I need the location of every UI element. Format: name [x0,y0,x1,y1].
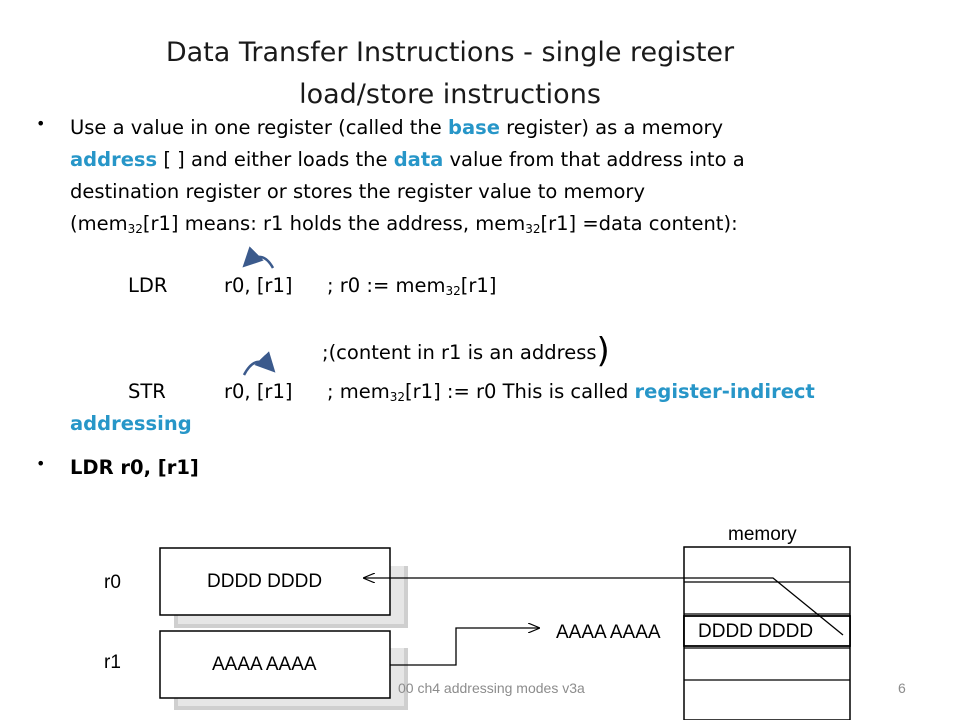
bullet1-line4-c: [r1] =data content): [540,212,738,235]
bullet1-line4-b: [r1] means: r1 holds the address, mem [142,212,526,235]
subscript-32: 32 [445,284,461,298]
bullet-dot: • [36,454,46,473]
highlight-data: data [393,148,444,171]
bullet1-line4-a: (mem [70,212,128,235]
r0-register-box [159,547,391,616]
data-arrow-icon [364,578,844,636]
address-arrow-icon [390,628,539,666]
str-comment: ; mem32[r1] := r0 This is called registe… [327,376,815,413]
ldr-curved-arrow-icon [242,246,275,269]
r0-label: r0 [104,572,121,593]
str-operands: r0, [r1] [224,380,293,403]
bullet1-text-a: Use a value in one register (called the [70,116,448,139]
highlight-addressing: addressing [70,412,192,435]
footer-text: 00 ch4 addressing modes v3a [398,680,585,696]
ldr-comment-b: [r1] [460,274,497,297]
subscript-32: 32 [525,222,541,236]
ldr-comment-a: ; r0 := mem [327,274,446,297]
subscript-32: 32 [389,390,406,404]
bullet1-text-c: [ ] and either loads the [157,148,394,171]
content-note-paren: ) [596,331,610,371]
page-number: 6 [898,680,906,696]
bullet-dot: • [36,114,46,133]
ldr-comment: ; r0 := mem32[r1] [327,270,496,307]
slide-title: Data Transfer Instructions - single regi… [90,32,810,116]
title-line-1: Data Transfer Instructions - single regi… [165,37,735,68]
str-op: STR [128,380,166,403]
ldr-operands: r0, [r1] [224,274,293,297]
r1-register-box [159,630,391,699]
highlight-register-indirect: register-indirect [634,380,815,403]
str-comment-b: [r1] := r0 This is called [405,380,635,403]
r1-value: AAAA AAAA [212,654,317,675]
bullet1-text-b: register) as a memory [499,116,724,139]
memory-label: memory [728,524,797,545]
r1-label: r1 [104,652,121,673]
highlight-address: address [70,148,158,171]
memory-cell-value: DDDD DDDD [698,621,814,642]
bullet1-text-d: value from that address into a [443,148,745,171]
r0-value: DDDD DDDD [207,571,323,592]
bullet1-line-3: destination register or stores the regis… [70,180,645,203]
content-note-text: ;(content in r1 is an address [322,341,597,364]
str-comment-a: ; mem [327,380,390,403]
bullet-2-text: LDR r0, [r1] [70,456,199,479]
content-note: ;(content in r1 is an address) [322,334,610,369]
subscript-32: 32 [127,222,143,236]
str-curved-arrow-icon [242,351,276,376]
highlight-base: base [447,116,500,139]
bullet-1-text: Use a value in one register (called the … [70,112,900,245]
ldr-op: LDR [128,274,168,297]
memory-selected-cell [683,615,851,647]
address-label: AAAA AAAA [556,622,661,643]
title-line-2: load/store instructions [299,79,601,110]
